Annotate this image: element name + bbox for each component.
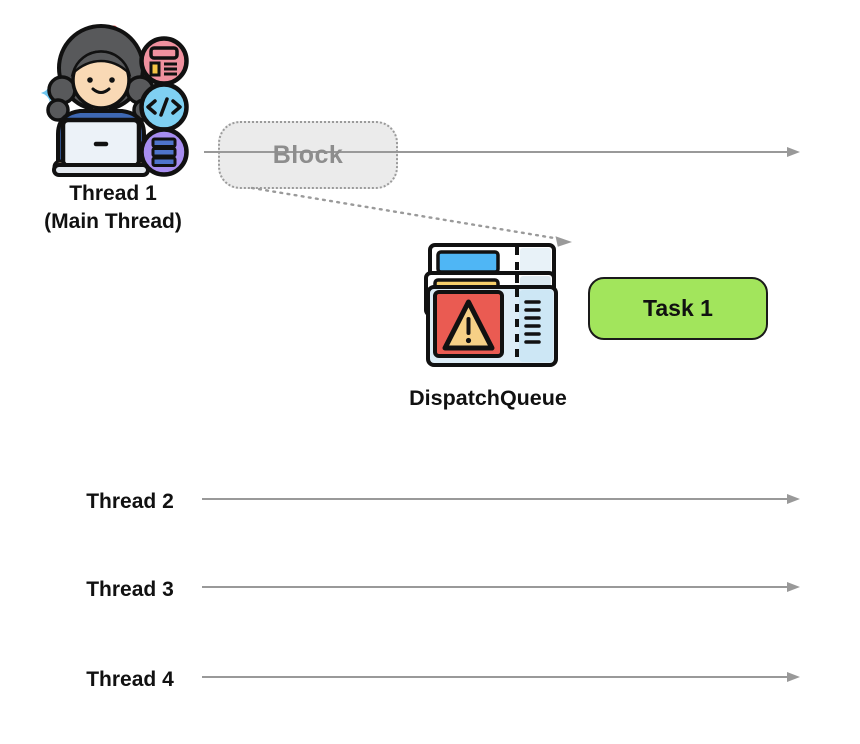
thread-2-label: Thread 2 — [86, 490, 174, 513]
block-to-queue-dotted-arrow — [250, 186, 572, 247]
task-1-label: Task 1 — [643, 295, 713, 321]
ticket-stub-lines — [524, 300, 541, 344]
browser-window-icon — [139, 36, 189, 86]
developer-avatar-illustration — [41, 24, 189, 177]
server-stack-icon — [139, 127, 189, 177]
thread-1-label: Thread 1 (Main Thread) — [13, 180, 213, 236]
laptop — [52, 117, 150, 177]
block-node: Block — [218, 121, 398, 189]
dispatch-queue-label: DispatchQueue — [409, 386, 567, 410]
thread-1-label-line2: (Main Thread) — [44, 210, 182, 233]
thread-4-label: Thread 4 — [86, 668, 174, 691]
ticket-front — [426, 285, 558, 367]
thread-3-label: Thread 3 — [86, 578, 174, 601]
warning-triangle-icon — [442, 299, 495, 351]
dispatch-queue-icon — [424, 243, 558, 367]
thread-1-timeline-arrow — [204, 151, 788, 153]
thread-1-label-line1: Thread 1 — [69, 182, 157, 205]
thread-2-timeline-arrow — [202, 498, 788, 500]
code-icon — [139, 82, 189, 132]
block-node-label: Block — [272, 140, 344, 169]
thread-4-timeline-arrow — [202, 676, 788, 678]
thread-3-timeline-arrow — [202, 586, 788, 588]
task-1-node: Task 1 — [588, 277, 768, 340]
